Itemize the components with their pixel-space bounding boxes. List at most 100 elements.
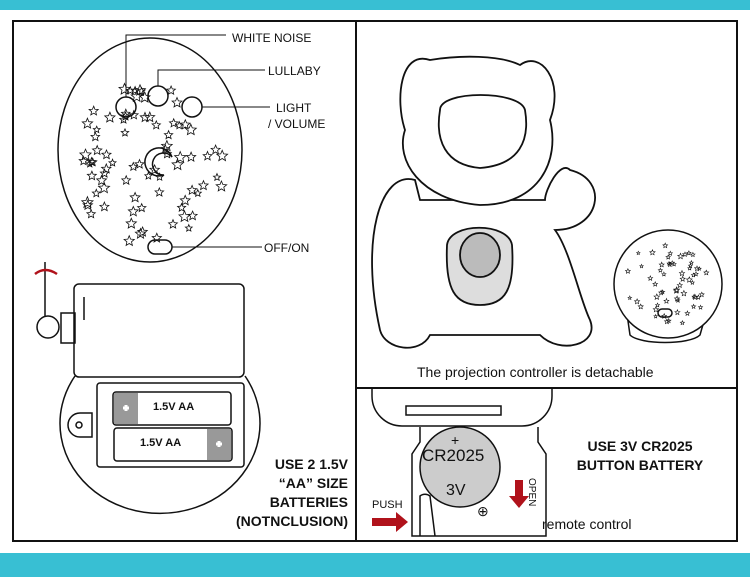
star-icon	[663, 318, 671, 325]
star-icon	[128, 161, 139, 172]
coin-voltage: 3V	[446, 482, 466, 499]
star-icon	[676, 252, 685, 260]
star-icon	[78, 155, 89, 166]
star-icon	[98, 201, 110, 212]
star-icon	[171, 157, 184, 171]
star-icon	[118, 114, 129, 124]
star-icon	[652, 280, 659, 287]
star-icon	[662, 242, 669, 249]
star-icon	[127, 205, 140, 217]
star-icon	[151, 119, 162, 130]
star-icon	[675, 297, 681, 303]
star-icon	[688, 259, 695, 265]
star-icon	[90, 131, 101, 142]
star-icon	[91, 144, 103, 156]
star-icon	[120, 108, 131, 119]
note-line: USE 3V CR2025	[587, 438, 693, 454]
star-icon	[171, 96, 183, 108]
star-icon	[633, 298, 641, 305]
star-icon	[173, 150, 187, 164]
star-icon	[100, 148, 112, 160]
star-icon	[179, 194, 192, 206]
note-line: BUTTON BATTERY	[576, 457, 704, 473]
battery-compartment	[36, 262, 261, 515]
star-icon	[680, 289, 688, 297]
star-icon	[82, 199, 94, 211]
star-icon	[120, 174, 132, 186]
top-banner	[0, 0, 750, 10]
note-line: (NOTNCLUSION)	[236, 513, 348, 529]
star-icon	[647, 275, 654, 281]
star-icon	[627, 295, 633, 301]
star-icon	[639, 263, 645, 269]
star-icon	[100, 162, 112, 174]
star-icon	[163, 129, 174, 140]
star-icon	[151, 232, 163, 243]
star-icon	[134, 158, 145, 169]
star-icon	[697, 304, 704, 310]
label-lullaby: LULLABY	[268, 64, 321, 78]
star-icon	[679, 275, 686, 282]
star-icon	[687, 263, 694, 268]
star-icon	[125, 85, 136, 95]
star-icon	[681, 251, 689, 258]
aa-cell-label-2: 1.5V AA	[140, 437, 182, 449]
star-icon	[678, 269, 686, 277]
star-icon	[672, 287, 680, 294]
star-icon	[187, 210, 199, 221]
star-icon	[92, 125, 102, 134]
star-icon	[653, 313, 659, 319]
bottom-banner	[0, 553, 750, 577]
star-icon	[78, 148, 93, 161]
note-line: “AA” SIZE	[278, 475, 348, 491]
star-icon	[167, 218, 179, 229]
push-label: PUSH	[372, 499, 403, 511]
aa-cell-label-1: 1.5V AA	[153, 401, 195, 413]
star-icon	[184, 223, 194, 232]
star-icon	[690, 303, 697, 310]
controller-top-view	[57, 34, 270, 263]
label-white-noise: WHITE NOISE	[232, 31, 312, 45]
star-icon	[215, 179, 228, 192]
star-icon	[160, 143, 171, 154]
star-pattern	[78, 82, 229, 247]
star-icon	[193, 188, 203, 198]
star-icon	[696, 266, 702, 271]
label-light: LIGHT	[276, 101, 312, 115]
coin-cell	[419, 426, 501, 508]
star-icon	[97, 181, 111, 194]
star-icon	[212, 172, 222, 182]
open-arrow-icon	[509, 480, 529, 508]
terminal-plus-icon: ⊕	[477, 503, 489, 519]
star-icon	[665, 254, 672, 260]
star-icon	[154, 186, 165, 197]
plus-marks	[123, 405, 222, 447]
star-icon	[653, 293, 661, 300]
star-icon	[673, 286, 681, 293]
outer-frame	[12, 20, 738, 542]
coin-plus: +	[451, 432, 460, 448]
detached-controller	[613, 229, 723, 344]
remote-control-illustration	[371, 388, 553, 537]
star-icon	[168, 117, 179, 128]
star-icon	[129, 191, 141, 203]
star-icon	[210, 144, 222, 155]
star-icon	[684, 310, 691, 317]
note-line: BATTERIES	[269, 494, 348, 510]
star-icon	[637, 303, 644, 310]
note-line: USE 2 1.5V	[274, 456, 348, 472]
star-icon	[197, 179, 210, 191]
star-icon	[624, 267, 632, 274]
coin-model: CR2025	[422, 446, 485, 465]
star-icon	[85, 159, 95, 168]
star-icon	[123, 234, 136, 247]
star-icon	[103, 111, 116, 123]
star-icon	[161, 148, 173, 159]
star-icon	[663, 297, 670, 304]
star-icon	[165, 84, 177, 96]
star-icon	[120, 127, 130, 137]
star-icon	[118, 82, 131, 95]
open-label: OPEN	[526, 478, 537, 507]
star-icon	[674, 309, 681, 316]
